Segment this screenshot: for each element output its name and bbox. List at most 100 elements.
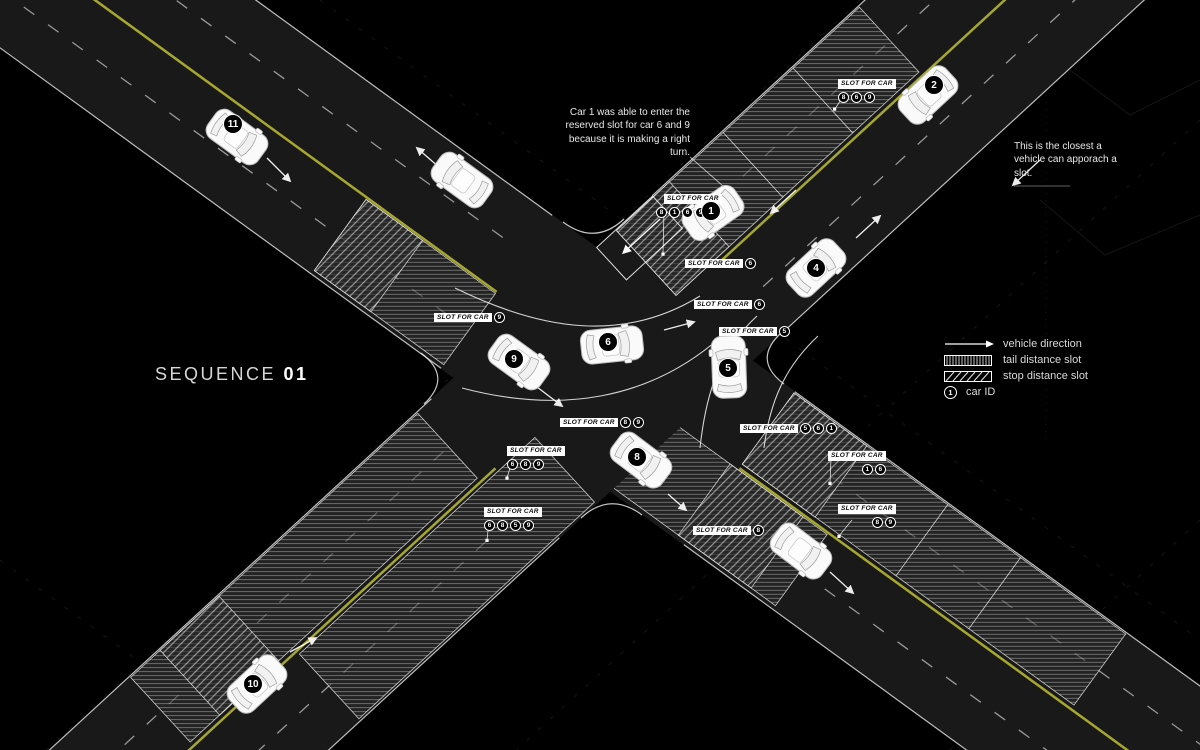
lane-divider-yellow xyxy=(715,0,1200,267)
car-badge: 10 xyxy=(243,674,263,694)
car-badge: 9 xyxy=(504,349,524,369)
legend-row-car-id: 1 car ID xyxy=(944,384,1088,400)
slot-car-number: 6 xyxy=(682,207,693,218)
slot-label-text: SLOT FOR CAR xyxy=(560,417,618,428)
stop-distance-slot-area xyxy=(313,198,424,313)
annotation-car1-right-turn: Car 1 was able to enter the reserved slo… xyxy=(565,107,690,159)
slot-car-number: 6 xyxy=(753,299,765,310)
slot-car-number: 8 xyxy=(752,525,764,536)
slot-car-number: 8 xyxy=(619,417,631,428)
slot-label-text: SLOT FOR CAR xyxy=(693,525,751,536)
legend-label: stop distance slot xyxy=(1003,370,1088,382)
car-badge: 4 xyxy=(806,258,826,278)
slot-car-number: 6 xyxy=(744,258,756,269)
slot-car-number: 1 xyxy=(825,423,837,434)
car-badge: 2 xyxy=(924,75,944,95)
sequence-title: SEQUENCE 01 xyxy=(155,364,309,385)
legend-label: tail distance slot xyxy=(1003,354,1082,366)
slot-label: SLOT FOR CAR 1 6 xyxy=(828,444,886,475)
sequence-title-label: SEQUENCE xyxy=(155,364,277,384)
annotation-leader-line xyxy=(689,156,724,187)
vehicle-direction-arrow xyxy=(536,386,564,408)
label-leader-lines xyxy=(485,97,1070,542)
slot-label-text: SLOT FOR CAR xyxy=(664,194,722,204)
annotation-closest-approach: This is the closest a vehicle can appora… xyxy=(1014,141,1117,179)
slot-label-text: SLOT FOR CAR xyxy=(694,299,752,310)
slot-label: SLOT FOR CAR 8 6 9 xyxy=(838,72,896,103)
sequence-title-number: 01 xyxy=(283,364,309,384)
slot-car-number: 6 xyxy=(874,464,886,475)
slot-car-number: 9 xyxy=(523,520,534,531)
car-badge: 11 xyxy=(223,114,243,134)
car-id-circle-icon: 1 xyxy=(944,385,957,399)
slot-car-number: 5 xyxy=(799,423,811,434)
legend-row-tail-distance-slot: tail distance slot xyxy=(944,352,1088,368)
slot-label-text: SLOT FOR CAR xyxy=(507,446,565,456)
slot-car-number: 9 xyxy=(533,459,544,470)
lane-divider-yellow xyxy=(0,0,498,293)
slot-label: SLOT FOR CAR 8 9 xyxy=(560,417,644,428)
slot-label: SLOT FOR CAR 6 8 9 xyxy=(507,439,565,470)
turn-pocket xyxy=(595,195,684,281)
car-badge: 6 xyxy=(598,332,618,352)
legend: vehicle direction tail distance slot xyxy=(944,336,1088,400)
car-badge: 8 xyxy=(627,447,647,467)
lane-divider-yellow xyxy=(738,467,1200,750)
slot-car-number: 9 xyxy=(493,312,505,323)
slot-label: SLOT FOR CAR 5 xyxy=(719,326,790,337)
vehicle-direction-arrow xyxy=(769,189,797,215)
slot-label: SLOT FOR CAR 8 xyxy=(693,525,764,536)
stop-distance-slot-icon xyxy=(944,370,994,382)
legend-label: car ID xyxy=(966,386,996,398)
lane-divider-yellow xyxy=(0,467,497,750)
slot-label-text: SLOT FOR CAR xyxy=(838,504,896,514)
vehicle-direction-arrows xyxy=(266,146,1041,653)
vehicle-direction-arrow xyxy=(667,493,688,512)
slot-label-text: SLOT FOR CAR xyxy=(719,326,777,337)
slot-car-number: 8 xyxy=(838,92,849,103)
slot-car-number: 8 xyxy=(520,459,531,470)
slot-car-number: 5 xyxy=(510,520,521,531)
slot-car-number: 6 xyxy=(484,520,495,531)
car-badge: 5 xyxy=(718,358,738,378)
slot-car-number: 8 xyxy=(656,207,667,218)
vehicle-direction-arrow xyxy=(289,637,318,653)
slot-car-number: 8 xyxy=(497,520,508,531)
slot-label-text: SLOT FOR CAR xyxy=(838,79,896,89)
slot-label: SLOT FOR CAR 8 9 xyxy=(838,497,896,528)
slot-label-text: SLOT FOR CAR xyxy=(740,423,798,434)
slot-car-number: 5 xyxy=(778,326,790,337)
slot-label: SLOT FOR CAR 5 6 1 xyxy=(740,423,837,434)
legend-row-vehicle-direction: vehicle direction xyxy=(944,336,1088,352)
slot-car-number: 8 xyxy=(871,517,883,528)
slot-label: SLOT FOR CAR 9 xyxy=(434,312,505,323)
vehicle-direction-arrow xyxy=(1011,159,1041,187)
slot-label-text: SLOT FOR CAR xyxy=(685,258,743,269)
slot-car-number: 1 xyxy=(861,464,873,475)
vehicle-direction-arrow xyxy=(855,214,882,239)
slot-car-number: 9 xyxy=(632,417,644,428)
slot-label-text: SLOT FOR CAR xyxy=(434,312,492,323)
vehicle-direction-arrow xyxy=(663,319,696,331)
slot-car-number: 9 xyxy=(864,92,875,103)
vehicle-direction-arrow xyxy=(829,571,855,595)
car-badge: 1 xyxy=(701,201,721,221)
tail-distance-slot-icon xyxy=(944,354,994,366)
vehicle-direction-arrow xyxy=(621,218,661,255)
slot-label-text: SLOT FOR CAR xyxy=(484,507,542,517)
slot-car-number: 1 xyxy=(669,207,680,218)
slot-label: SLOT FOR CAR 8 1 6 9 xyxy=(656,187,722,218)
vehicle-direction-arrow-icon xyxy=(944,339,994,349)
slot-car-number: 6 xyxy=(812,423,824,434)
slot-car-number: 9 xyxy=(884,517,896,528)
legend-row-stop-distance-slot: stop distance slot xyxy=(944,368,1088,384)
slot-label: SLOT FOR CAR 6 xyxy=(694,299,765,310)
slot-label-text: SLOT FOR CAR xyxy=(828,451,886,461)
slot-label: SLOT FOR CAR 6 xyxy=(685,258,756,269)
slot-car-number: 6 xyxy=(851,92,862,103)
legend-label: vehicle direction xyxy=(1003,338,1082,350)
slot-car-number: 6 xyxy=(507,459,518,470)
vehicle-direction-arrow xyxy=(266,157,292,183)
